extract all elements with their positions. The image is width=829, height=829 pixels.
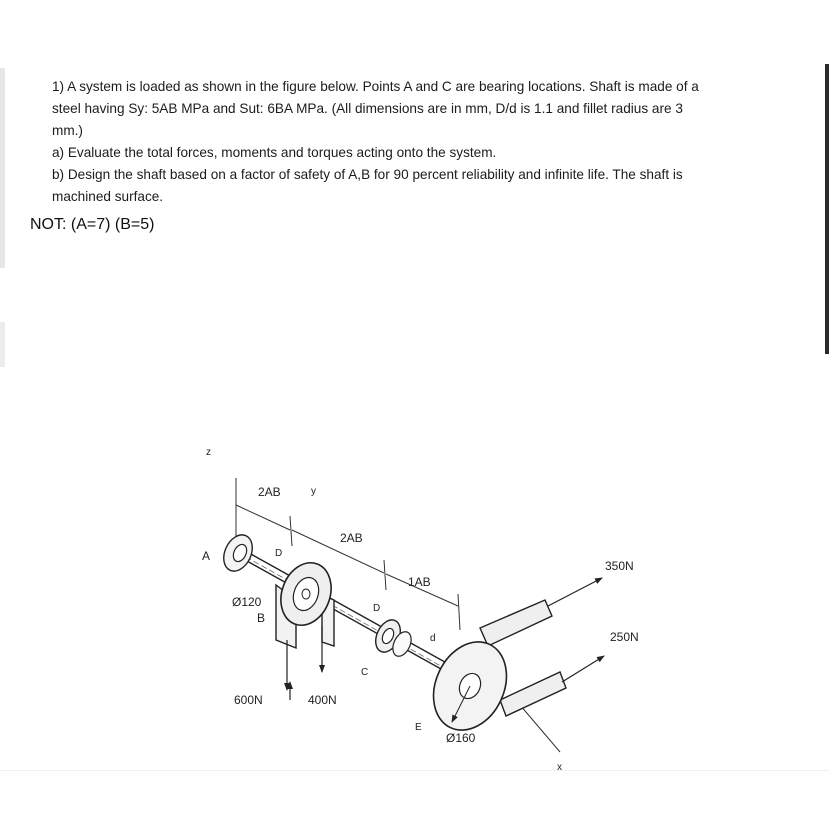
- shaft-d-right-label: d: [430, 633, 436, 644]
- pulley-large-dia-label: Ø160: [446, 731, 476, 745]
- pulley-e: [432, 599, 567, 731]
- dim-line-right: [385, 573, 459, 607]
- dim-right-label: 1AB: [408, 575, 431, 589]
- problem-part-a: a) Evaluate the total forces, moments an…: [52, 145, 497, 160]
- left-edge-shadow-lower: [0, 322, 5, 367]
- force-250-arrow: [561, 655, 605, 683]
- problem-line-1: 1) A system is loaded as shown in the fi…: [52, 79, 699, 94]
- problem-part-b-2: machined surface.: [52, 189, 164, 204]
- left-edge-shadow: [0, 68, 5, 268]
- axis-y-label: y: [311, 486, 316, 497]
- dim-tick-right: [457, 593, 461, 631]
- point-b-label: B: [257, 611, 265, 625]
- shaft-lower-edge: [237, 555, 469, 685]
- dim-middle-label: 2AB: [340, 531, 363, 545]
- shaft-d-middle-label: D: [373, 603, 380, 614]
- shaft-upper-edge: [239, 547, 471, 677]
- shaft-centerline: [229, 547, 481, 689]
- dim-tick-left: [289, 515, 293, 547]
- point-e-label: E: [415, 722, 422, 733]
- dim-tick-middle: [383, 559, 387, 591]
- bearing-c: [375, 619, 412, 657]
- dim-line-left: [235, 504, 291, 531]
- dia-160-leader: [451, 685, 471, 723]
- point-a-label: A: [202, 549, 210, 563]
- axis-x-label: x: [557, 762, 562, 773]
- force-250-label: 250N: [610, 630, 639, 644]
- force-350-label: 350N: [605, 559, 634, 573]
- problem-line-3: mm.): [52, 123, 83, 138]
- point-c-label: C: [361, 667, 368, 678]
- bearing-a: [223, 534, 253, 572]
- dim-top-left-label: 2AB: [258, 485, 281, 499]
- axis-z-label: z: [206, 447, 211, 458]
- shaft-d-left-label: D: [275, 548, 282, 559]
- force-350-arrow: [547, 577, 603, 607]
- dim-line-middle: [291, 529, 385, 574]
- pulley-small-dia-label: Ø120: [232, 595, 262, 609]
- bottom-edge-line: [0, 770, 829, 771]
- force-600-label: 600N: [234, 693, 263, 707]
- problem-part-b-1: b) Design the shaft based on a factor of…: [52, 167, 683, 182]
- problem-statement: 1) A system is loaded as shown in the fi…: [52, 76, 794, 208]
- axis-x-line: [519, 704, 561, 753]
- problem-line-2: steel having Sy: 5AB MPa and Sut: 6BA MP…: [52, 101, 683, 116]
- pulley-b: [275, 562, 335, 650]
- right-edge-border: [825, 64, 829, 354]
- force-400-label: 400N: [308, 693, 337, 707]
- note-values: NOT: (A=7) (B=5): [30, 216, 155, 233]
